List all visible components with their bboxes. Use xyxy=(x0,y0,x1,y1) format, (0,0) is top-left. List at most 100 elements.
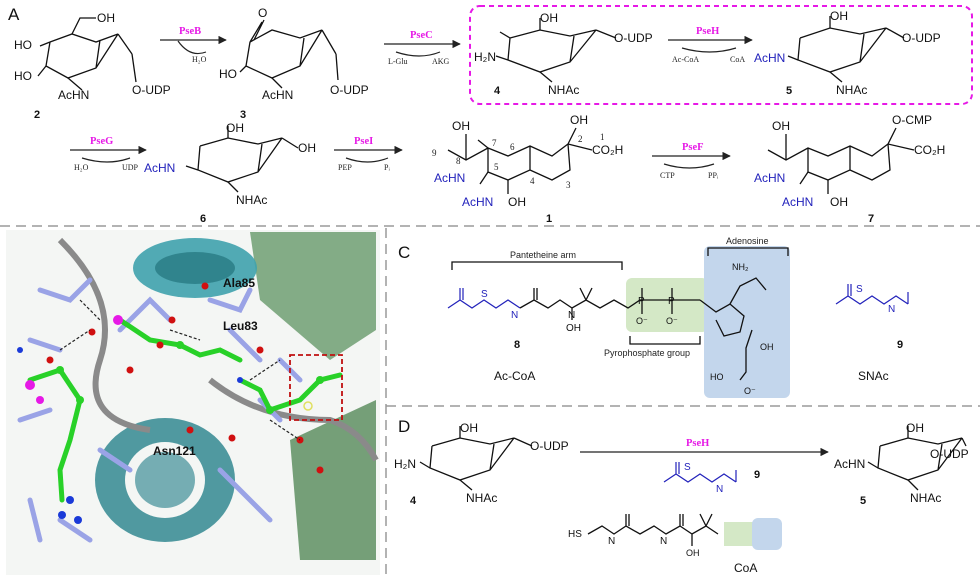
c1-number: 1 xyxy=(546,213,552,225)
c1-pos-2: 2 xyxy=(578,134,583,144)
adenosine-highlight xyxy=(704,246,790,398)
panel-d-coa-label: CoA xyxy=(734,561,757,575)
pantetheine-bracket xyxy=(451,261,623,270)
d-c4-h2n: H₂N xyxy=(394,457,416,471)
d-c5-number: 5 xyxy=(860,495,866,507)
c1-pos-4: 4 xyxy=(530,176,535,186)
c8-ominus2: O⁻ xyxy=(666,316,678,326)
panel-d-coa-n2: N xyxy=(660,536,667,547)
c6-oh1: OH xyxy=(226,121,244,135)
d-c5-oudp: O-UDP xyxy=(930,447,969,461)
c9-number: 9 xyxy=(897,339,903,351)
snac-n: N xyxy=(888,304,895,315)
c2-oudp: O-UDP xyxy=(132,83,171,97)
c1-pos-5: 5 xyxy=(494,162,499,172)
snac-structure: S N xyxy=(835,284,909,315)
c1-pos-1: 1 xyxy=(600,132,605,142)
c7-achn2: AcHN xyxy=(782,195,813,209)
psei-pep: PEP xyxy=(338,163,352,172)
c4-nhac: NHAc xyxy=(548,83,579,97)
panel-d-snac-s: S xyxy=(684,462,691,473)
step-pseg: PseG H₂O UDP xyxy=(70,136,147,172)
c1-pos-8: 8 xyxy=(456,156,461,166)
snac-label: SNAc xyxy=(858,369,889,383)
d-c5-achn: AcHN xyxy=(834,457,865,471)
loop-1 xyxy=(57,237,151,433)
pyrophosphate-bracket xyxy=(629,336,701,345)
c7-co2h: CO₂H xyxy=(914,143,945,157)
pseb-h2o: H₂O xyxy=(192,55,207,64)
c6-number: 6 xyxy=(200,213,206,225)
c8-n: N xyxy=(511,310,518,321)
c1-pos-3: 3 xyxy=(566,180,571,190)
panel-d-coa-n1: N xyxy=(608,536,615,547)
c2-ho1: HO xyxy=(14,38,32,52)
panel-d-snac-n: N xyxy=(716,484,723,495)
beta-sheet-lower xyxy=(290,400,376,560)
c8-ominus1: O⁻ xyxy=(636,316,648,326)
compound-2: OH HO HO AcHN O-UDP 2 xyxy=(14,11,171,121)
loop-2 xyxy=(208,377,379,462)
panel-d-step-pseh: PseH S N 9 xyxy=(580,438,829,495)
panel-d-pyrophosphate-block xyxy=(724,522,756,546)
pseh-highlight-box xyxy=(469,5,973,105)
panel-d-compound-4: OH H₂N O-UDP NHAc 4 xyxy=(394,421,569,507)
c7-number: 7 xyxy=(868,213,874,225)
psef-label: PseF xyxy=(682,142,704,153)
residue-asn121: Asn121 xyxy=(153,444,196,458)
c8-n2: N xyxy=(568,310,575,321)
water-molecules xyxy=(46,282,324,474)
psef-ctp: CTP xyxy=(660,171,675,180)
c7-achn1: AcHN xyxy=(754,171,785,185)
compound-3: O HO AcHN O-UDP 3 xyxy=(219,6,369,121)
panel-a-letter: A xyxy=(8,5,20,24)
d-c4-nhac: NHAc xyxy=(466,491,497,505)
phosphate-2 xyxy=(25,380,35,390)
c6-achn: AcHN xyxy=(144,161,175,175)
active-site-box xyxy=(289,354,343,421)
c4-oh: OH xyxy=(540,11,558,25)
c5-number: 5 xyxy=(786,85,792,97)
psei-pi: Pᵢ xyxy=(384,163,390,172)
psec-akg: AKG xyxy=(432,57,450,66)
c1-oh2: OH xyxy=(570,113,588,127)
pseb-label: PseB xyxy=(179,26,201,37)
pantetheine-label: Pantetheine arm xyxy=(510,250,576,260)
adenosine-label: Adenosine xyxy=(726,236,769,246)
panel-d-pseh-label: PseH xyxy=(686,438,709,449)
phosphate-1 xyxy=(113,315,123,325)
residue-ala85: Ala85 xyxy=(223,276,255,290)
c2-oh: OH xyxy=(97,11,115,25)
c7-oh2: OH xyxy=(830,195,848,209)
d-c4-number: 4 xyxy=(410,495,417,507)
c8-p2: P xyxy=(668,296,675,307)
d-c5-oh: OH xyxy=(906,421,924,435)
c7-oh1: OH xyxy=(772,119,790,133)
c3-ho: HO xyxy=(219,67,237,81)
c1-oh3: OH xyxy=(508,195,526,209)
pseg-h2o: H₂O xyxy=(74,163,89,172)
snac-s: S xyxy=(856,284,863,295)
accoa-label: Ac-CoA xyxy=(494,369,535,383)
step-pseh: PseH Ac-CoA CoA xyxy=(668,26,753,64)
d-c5-nhac: NHAc xyxy=(910,491,941,505)
beta-sheet-upper xyxy=(250,232,376,360)
psec-lglu: L-Glu xyxy=(388,57,408,66)
c4-oudp: O-UDP xyxy=(614,31,653,45)
panel-d-substrate-number: 9 xyxy=(754,469,760,481)
compound-1: OH OH OH AcHN AcHN CO₂H 1 2 3 4 5 6 7 8 … xyxy=(432,113,623,225)
residue-leu83: Leu83 xyxy=(223,319,258,333)
pseg-label: PseG xyxy=(90,136,113,147)
c5-nhac: NHAc xyxy=(836,83,867,97)
d-c4-oh: OH xyxy=(460,421,478,435)
c8-number: 8 xyxy=(514,339,520,351)
adenosine-bracket xyxy=(707,247,789,256)
panel-d-adenosine-block xyxy=(752,518,782,550)
c1-pos-7: 7 xyxy=(492,138,497,148)
panel-c-letter: C xyxy=(398,243,410,262)
c5-achn: AcHN xyxy=(754,51,785,65)
phosphate-ho: HO xyxy=(710,372,724,382)
panel-d-letter: D xyxy=(398,417,410,436)
helix-upper-inner xyxy=(155,252,235,284)
